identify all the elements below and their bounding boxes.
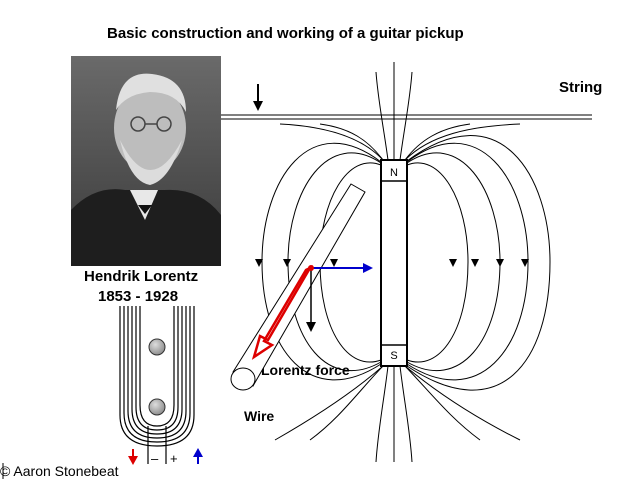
string-label: String: [559, 79, 603, 96]
field-direction-arrows: [255, 259, 529, 267]
copyright-notice: © Aaron Stonebeat: [0, 463, 119, 479]
portrait-caption-years: 1853 - 1928: [98, 288, 179, 305]
pole-piece-bottom: [148, 398, 166, 416]
field-lines-vertical: [375, 71, 413, 463]
coil-minus-terminal-label: –: [151, 451, 159, 466]
field-lines-left: [261, 123, 384, 441]
wire-label: Wire: [244, 408, 275, 424]
portrait-caption-name: Hendrik Lorentz: [84, 268, 199, 285]
magnet-north-label: N: [390, 167, 398, 179]
portrait-photo: [71, 56, 221, 266]
coil-plus-terminal-label: +: [170, 451, 178, 466]
field-lines-right: [404, 123, 551, 441]
magnet-south-label: S: [390, 350, 397, 362]
diagram-title: Basic construction and working of a guit…: [107, 25, 464, 42]
lorentz-force-label: Lorentz force: [261, 362, 350, 378]
pickup-coil: [119, 306, 195, 464]
bar-magnet: N S: [380, 159, 408, 367]
pole-piece-top: [148, 338, 166, 356]
lorentz-force-arrow: [251, 265, 314, 360]
